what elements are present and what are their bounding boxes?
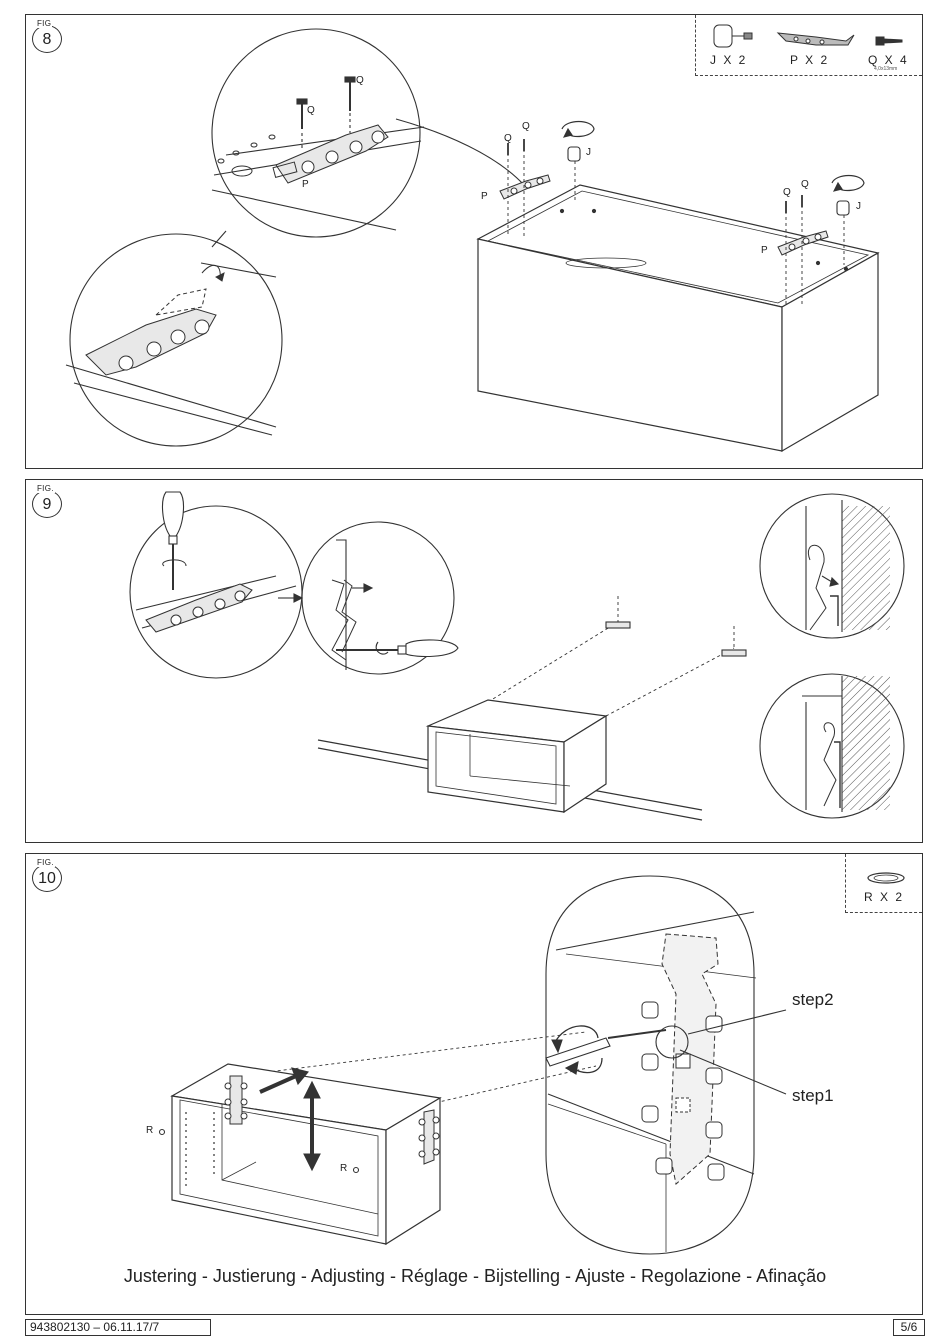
fig8-panel: FIG 8 J X 2 P X 2 Q X 4 4,0x13mm (25, 14, 923, 469)
fig8-callout-main-j: J (586, 147, 591, 158)
fig10-panel: FIG. 10 R X 2 (25, 853, 923, 1315)
fig8-callout-p1: P (302, 179, 309, 190)
fig10-caption: Justering - Justierung - Adjusting - Rég… (26, 1266, 924, 1287)
fig8-callout-right-j: J (856, 201, 861, 212)
step2-label: step2 (792, 990, 834, 1010)
fig9-panel: FIG. 9 (25, 479, 923, 843)
fig8-callout-right-q1: Q (783, 187, 791, 198)
screwdriver-horizontal-icon (336, 640, 458, 657)
fig8-callout-main-q1: Q (504, 133, 512, 144)
fig8-callout-right-q2: Q (801, 179, 809, 190)
fig10-callout-r-right: R (340, 1163, 347, 1174)
page-number: 5/6 (893, 1319, 925, 1336)
fig8-callout-main-p: P (481, 191, 488, 202)
fig8-callout-q2: Q (356, 75, 364, 86)
fig9-illustration (26, 480, 924, 844)
fig8-callout-right-p: P (761, 245, 768, 256)
fig8-cabinet (478, 185, 878, 451)
fig8-lower-bracket (86, 265, 224, 375)
fig8-illustration (26, 15, 924, 470)
fig8-callout-main-q2: Q (522, 121, 530, 132)
fig9-bracket-1 (146, 584, 252, 632)
fig9-cabinet (428, 700, 606, 812)
fig8-circle-link (212, 231, 226, 247)
document-code: 943802130 – 06.11.17/7 (25, 1319, 211, 1336)
fig8-upper-bracket (218, 125, 388, 183)
step1-label: step1 (792, 1086, 834, 1106)
fig8-callout-q1: Q (307, 105, 315, 116)
fig10-illustration (26, 854, 924, 1316)
screwdriver-icon (163, 492, 184, 590)
fig9-detail-circle-1 (130, 506, 302, 678)
fig10-cabinet-bracket-left (225, 1076, 247, 1124)
fig8-detail-circle-upper (212, 29, 420, 237)
fig8-cabinet-bracket-left (500, 175, 550, 199)
fig8-leader-line (396, 119, 524, 185)
fig10-callout-r-left: R (146, 1125, 153, 1136)
